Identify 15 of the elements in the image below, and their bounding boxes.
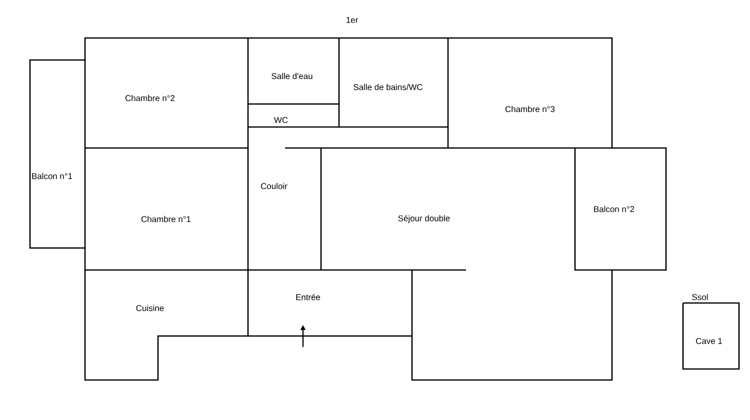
- room-label: 1er: [346, 17, 358, 23]
- room-label: Balcon n°1: [32, 172, 72, 180]
- room-label: Cave 1: [696, 338, 722, 344]
- room-label: Entrée: [296, 294, 320, 300]
- room-label: Séjour double: [398, 215, 450, 223]
- room-label: Chambre n°3: [505, 106, 555, 112]
- room-label: Couloir: [261, 182, 288, 190]
- room-label: Chambre n°2: [125, 94, 175, 102]
- room-label: Balcon n°2: [594, 206, 634, 212]
- room-label: Salle de bains/WC: [354, 84, 422, 90]
- room-label: Ssol: [692, 294, 708, 300]
- room-label: Salle d'eau: [272, 72, 312, 80]
- room-label: Chambre n°1: [141, 216, 191, 222]
- room-label: Cuisine: [136, 304, 164, 312]
- room-label: WC: [274, 117, 288, 123]
